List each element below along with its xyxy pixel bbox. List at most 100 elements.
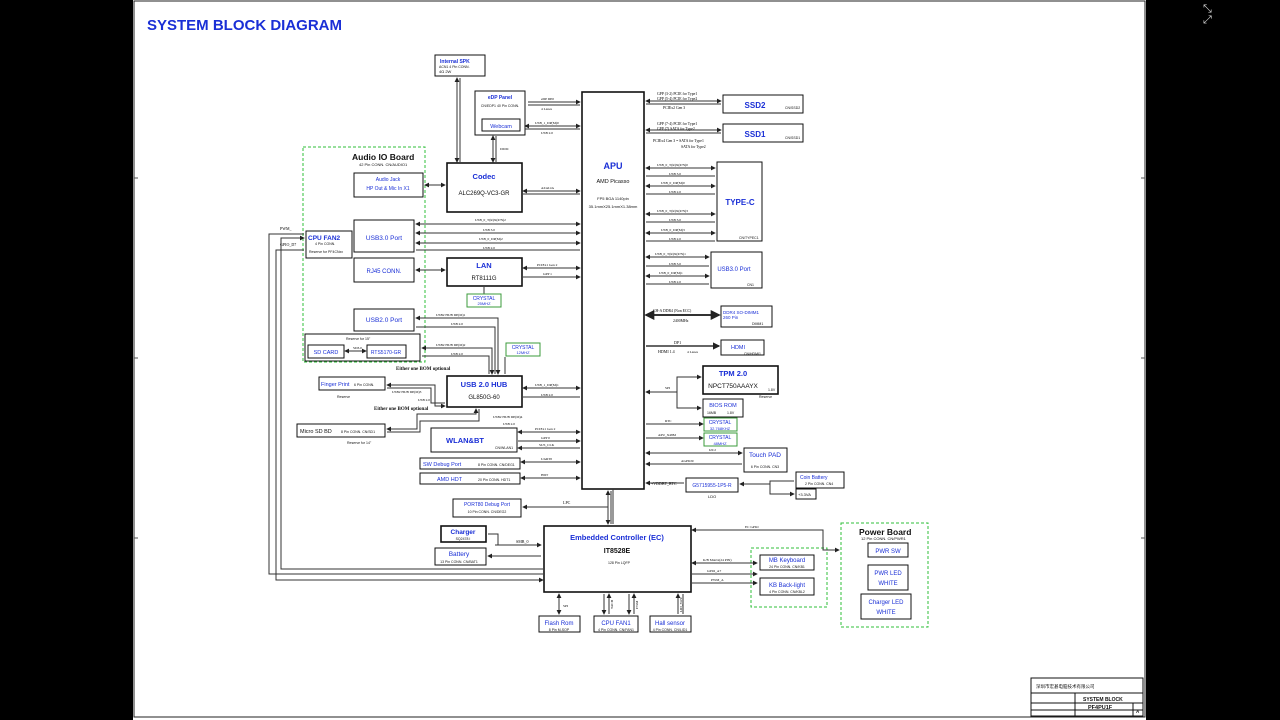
internal-spk-sub: ACN1 4 Pin CONN. xyxy=(439,65,470,69)
cha-label: CH-A DDR4 (Non ECC) xyxy=(653,309,692,313)
apu-label: APU xyxy=(603,161,622,171)
micro-sd-note: Reserve for 14" xyxy=(347,441,372,445)
v33a-label: +3.3VA xyxy=(798,492,811,497)
charger-led-color: WHITE xyxy=(876,610,895,616)
hub-20c-label: USB 2.0 xyxy=(451,352,463,356)
webcam-block xyxy=(481,118,521,132)
lan-part: RT8111G xyxy=(471,276,496,282)
battery-label: Battery xyxy=(449,551,470,558)
ec-gpio-label: EC GPIO xyxy=(745,525,759,529)
title-block-title: SYSTEM BLOCK xyxy=(1083,697,1123,703)
mb-keyboard-label: MB Keyboard xyxy=(769,558,805,564)
ec-package: 128 Pin LQFP xyxy=(608,561,631,565)
usb30-right-sub: CN1 xyxy=(747,283,754,287)
apu-dimensions: 35.1mmX25.1mmX1.38mm xyxy=(589,204,638,209)
hdt-label: HDT xyxy=(541,473,549,477)
edp-dp0-label: eDP DP0 xyxy=(541,97,554,101)
audio-io-group xyxy=(302,146,426,363)
coin-battery-label: Coin Battery xyxy=(800,475,828,481)
tpm-voltage: 1.8V xyxy=(768,388,776,392)
reserve-15-label: Reserve for 15" xyxy=(346,337,371,341)
wlan-gpp-label: GPP 0 xyxy=(541,436,550,440)
hub-dp4-label: USB2 HUB DP(M)4 xyxy=(493,415,523,419)
either-one-1: Either one BOM optional xyxy=(396,367,451,372)
charger-led-block xyxy=(860,593,912,620)
gpio-d7-label: GPIO_D7 xyxy=(280,242,296,247)
micro-sd-block xyxy=(296,423,386,438)
edp-panel-sub: CN/EDP1 40 Pin CONN. xyxy=(481,104,519,108)
rj45-block xyxy=(353,257,415,283)
hub-20d-label: USB 2.0 xyxy=(503,422,515,426)
title-block-rev: A xyxy=(1136,709,1140,714)
bios-rom-block xyxy=(702,398,744,418)
v33a-block xyxy=(795,488,817,500)
lan-block xyxy=(446,257,523,287)
hdmi-label: HDMI xyxy=(731,345,746,351)
agpio9-label: AGPIO9 xyxy=(681,459,694,463)
kb-backlight-block xyxy=(759,577,815,596)
hdmi14-label: HDMI 1.4 xyxy=(658,349,675,354)
spi-label: SPI xyxy=(665,386,671,390)
usb3-left-20-label: USB 2.0 xyxy=(483,246,495,250)
pwm-a-label: PWM_A xyxy=(711,578,724,582)
tpm-part: NPCT750AAAYX xyxy=(708,383,758,390)
ddr4-sub: DIMM1 xyxy=(752,322,763,326)
charger-label: Charger xyxy=(451,529,476,536)
hall-sensor-sub: 4 Pin CONN. CN/LID1 xyxy=(653,628,688,632)
hall-sensor-block xyxy=(649,615,692,633)
hub-20a-label: USB 2.0 xyxy=(451,322,463,326)
dp1-label: DP1 xyxy=(674,340,681,345)
usb30-right-label: USB3.0 Port xyxy=(717,267,751,273)
amd-hdt-sub: 20 Pin CONN. HDT1 xyxy=(478,478,510,482)
crystal-32k-label: CRYSTAL xyxy=(709,420,732,426)
cpu-fan2-note: Reserve for PF4CNxx xyxy=(309,250,343,254)
tach-label: TACH xyxy=(610,599,614,609)
sd-card-label: SD CARD xyxy=(314,350,339,356)
usb-hub-label: USB 2.0 HUB xyxy=(461,380,508,389)
typec-20b-label: USB 2.0 xyxy=(669,237,681,241)
usb20e-label: USB 2.0 xyxy=(541,393,553,397)
flash-rom-sub: 8 Pin M-SOP xyxy=(549,628,570,632)
internal-spk-rating: 4Ω 2W xyxy=(439,69,452,74)
tpm-block xyxy=(702,365,779,395)
gpp54-label: GPP (5-4) PCIE for Type2 xyxy=(657,97,697,101)
battery-sub: 13 Pin CONN. CN/BAT1 xyxy=(440,560,478,564)
page-title: SYSTEM BLOCK DIAGRAM xyxy=(147,17,342,34)
sd-reader-group xyxy=(304,333,421,362)
flash-rom-label: Flash Rom xyxy=(544,621,573,627)
typec-30b-label: USB 3.0 xyxy=(669,218,681,222)
ldo-part: G5715955-1P5-R xyxy=(692,483,732,489)
rtc-label: RTC xyxy=(665,419,672,423)
crystal-25mhz-label: CRYSTAL xyxy=(473,296,496,302)
edp-panel-label: eDP Panel xyxy=(488,95,513,101)
codec-label: Codec xyxy=(473,172,496,181)
lan-label: LAN xyxy=(476,261,491,270)
company-name: 深圳市宏碁电脑技术有限公司 xyxy=(1036,683,1095,690)
ssd2-label: SSD2 xyxy=(745,101,766,110)
usb-hub-part: GL850G-60 xyxy=(468,395,500,401)
pwr-sw-label: PWR SW xyxy=(875,549,901,555)
lan-pcie-label: PCIEx1 Gen 2 xyxy=(537,263,558,267)
usb3-left-30-label: USB 3.0 xyxy=(483,228,495,232)
wlan-clk-label: SUS_CLK xyxy=(539,443,555,447)
cpu-fan2-block xyxy=(305,230,353,259)
sw-debug-sub: 8 Pin CONN. CN/DEG1 xyxy=(478,463,515,467)
hall-sensor-label: Hall sensor xyxy=(655,621,685,627)
ssd2-block xyxy=(722,94,804,114)
lan-gpp-label: GPP 1 xyxy=(543,272,552,276)
kb-matrix-label: K/B Matrix(24 PIN) xyxy=(703,558,732,562)
pwr-led-label: PWR LED xyxy=(874,571,902,577)
audio-jack-label: Audio Jack xyxy=(376,177,401,183)
bios-rom-label: BIOS ROM xyxy=(709,403,737,409)
crystal-48mhz-label: CRYSTAL xyxy=(709,435,732,441)
collapse-arrows-icon[interactable]: ⤡⤢ xyxy=(1203,2,1212,26)
crystal-25mhz-block xyxy=(466,293,502,308)
title-block: 深圳市宏碁电脑技术有限公司 SYSTEM BLOCK PF4PU1F A xyxy=(1030,677,1144,717)
ssd1-label: SSD1 xyxy=(745,130,766,139)
hdmi-block xyxy=(720,339,765,356)
finger-print-label: Finger Print xyxy=(321,382,350,388)
typec-tx3-label: USB_0_T(R)X(P/N)3 xyxy=(657,209,688,213)
sw-debug-block xyxy=(419,457,521,470)
wlan-label: WLAN&BT xyxy=(446,436,484,445)
touch-pad-sub: 6 Pin CONN. CN3 xyxy=(751,465,779,469)
